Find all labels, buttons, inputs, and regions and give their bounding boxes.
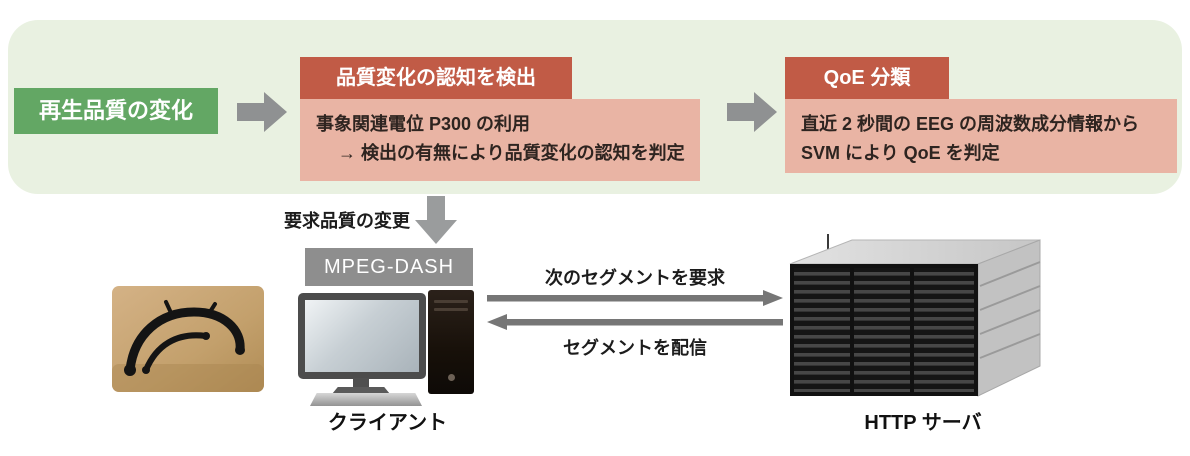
server-icon xyxy=(789,234,1041,397)
detect-step-header: 品質変化の認知を検出 xyxy=(300,57,572,99)
monitor-stand xyxy=(353,378,369,388)
mpeg-dash-box: MPEG-DASH xyxy=(305,248,473,286)
pc-tower-icon xyxy=(428,290,474,394)
client-computer-icon xyxy=(290,288,485,406)
mpeg-dash-label: MPEG-DASH xyxy=(323,256,455,278)
keyboard-icon xyxy=(310,393,422,406)
qoe-step-title: QoE 分類 xyxy=(823,67,911,89)
qoe-step-header: QoE 分類 xyxy=(785,57,949,99)
quality-change-request-label: 要求品質の変更 xyxy=(284,211,410,231)
request-arrow-icon xyxy=(487,290,783,306)
detect-step-title: 品質変化の認知を検出 xyxy=(336,67,536,89)
detect-step-line1: 事象関連電位 P300 の利用 xyxy=(316,114,531,134)
arrow-right-icon xyxy=(237,92,287,132)
eeg-headset-photo xyxy=(112,286,264,392)
playback-quality-change-label: 再生品質の変化 xyxy=(38,98,193,123)
monitor-base xyxy=(332,387,390,394)
client-label: クライアント xyxy=(327,412,448,434)
playback-quality-change-box: 再生品質の変化 xyxy=(14,88,218,134)
monitor-icon xyxy=(298,293,426,379)
qoe-step-line1: 直近 2 秒間の EEG の周波数成分情報から xyxy=(801,114,1140,134)
detect-step-line2: → 検出の有無により品質変化の認知を判定 xyxy=(338,143,685,163)
qoe-step-body: 直近 2 秒間の EEG の周波数成分情報から SVM により QoE を判定 xyxy=(785,99,1177,173)
arrow-down-icon xyxy=(415,196,457,244)
deliver-arrow-label: セグメントを配信 xyxy=(563,338,707,358)
server-label: HTTP サーバ xyxy=(864,412,982,434)
request-arrow-label: 次のセグメントを要求 xyxy=(545,268,725,288)
detect-step-body: 事象関連電位 P300 の利用 → 検出の有無により品質変化の認知を判定 xyxy=(300,99,700,181)
arrow-right-icon xyxy=(727,92,777,132)
deliver-arrow-icon xyxy=(487,314,783,330)
qoe-step-line2: SVM により QoE を判定 xyxy=(801,143,1000,163)
